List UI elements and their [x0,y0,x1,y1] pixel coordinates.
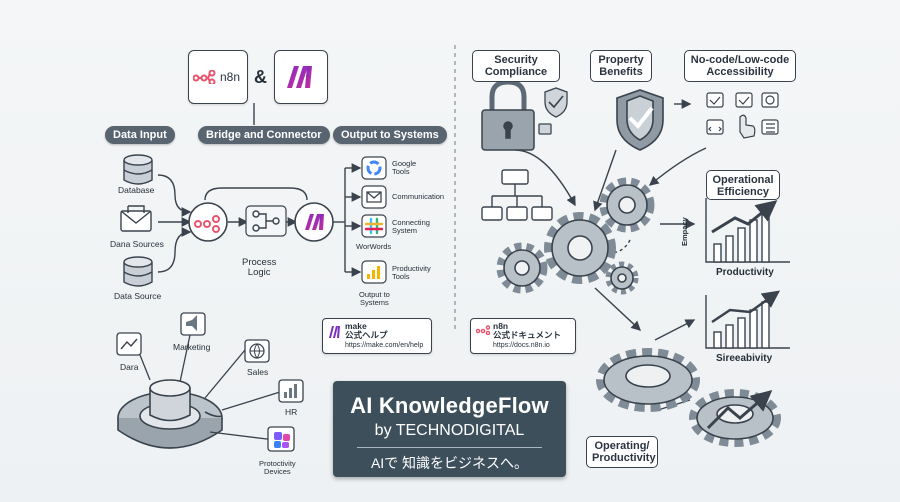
callout-property-benefits: Property Benefits [590,50,652,82]
callout-security-compliance: Security Compliance [472,50,560,82]
label-process-logic: Process Logic [242,257,277,278]
n8n-logo-text: n8n [220,70,241,84]
n8n-docs-url[interactable]: https://docs.n8n.io [493,342,550,349]
label-empacy: Empacy [680,217,689,246]
label-connecting-system: Connecting System [392,218,430,235]
brand-tagline: AIで 知識をビジネスへ。 [370,455,529,471]
pill-data-input: Data Input [105,126,175,144]
label-productivity: Productivity [716,267,774,278]
label-sales: Sales [247,367,269,377]
n8n-docs-title: n8n 公式ドキュメント [493,321,562,340]
make-help-url[interactable]: https://make.com/en/help [345,342,424,349]
label-database: Database [118,185,155,195]
label-productivity-tools: Productivity Tools [392,264,431,281]
make-logo-icon [287,66,312,88]
make-help-title: make 公式ヘルプ [345,321,388,340]
label-hr: HR [285,407,298,417]
brand-divider [357,447,542,448]
n8n-small-icon [476,325,490,335]
label-communication: Communication [392,192,445,201]
brand-title: AI KnowledgeFlow [350,393,549,418]
label-data-sources: Dana Sources [110,239,164,249]
label-sireabivity: Sireeabivity [716,353,773,364]
label-output-to-systems: Output to Systems [359,290,390,307]
logo-card-make [274,50,328,104]
ampersand: & [254,67,267,87]
label-data-source: Data Source [114,291,162,301]
label-google-tools: Google Tools [392,159,417,176]
callout-nocode-accessibility: No-code/Low-code Accessibility [684,50,796,82]
label-marketing: Marketing [173,342,211,352]
callout-operational-efficiency: Operational Efficiency [706,170,780,200]
callout-operating-productivity: Operating/ Productivity [586,436,658,468]
n8n-logo-icon [193,70,216,84]
logo-card-n8n: n8n [188,50,248,104]
label-worwords: WorWords [356,242,392,251]
make-small-icon [329,326,340,338]
n8n-docs-card[interactable]: n8n 公式ドキュメント https://docs.n8n.io [470,318,576,354]
label-dara: Dara [120,362,139,372]
pill-output-systems: Output to Systems [333,126,447,144]
make-help-card[interactable]: make 公式ヘルプ https://make.com/en/help [322,318,432,354]
label-protoctivity-devices: Protoctivity Devices [259,459,296,476]
brand-panel: AI KnowledgeFlow by TECHNODIGITAL AIで 知識… [333,381,566,477]
pill-bridge-connector: Bridge and Connector [198,126,330,144]
brand-byline: by TECHNODIGITAL [374,422,525,439]
